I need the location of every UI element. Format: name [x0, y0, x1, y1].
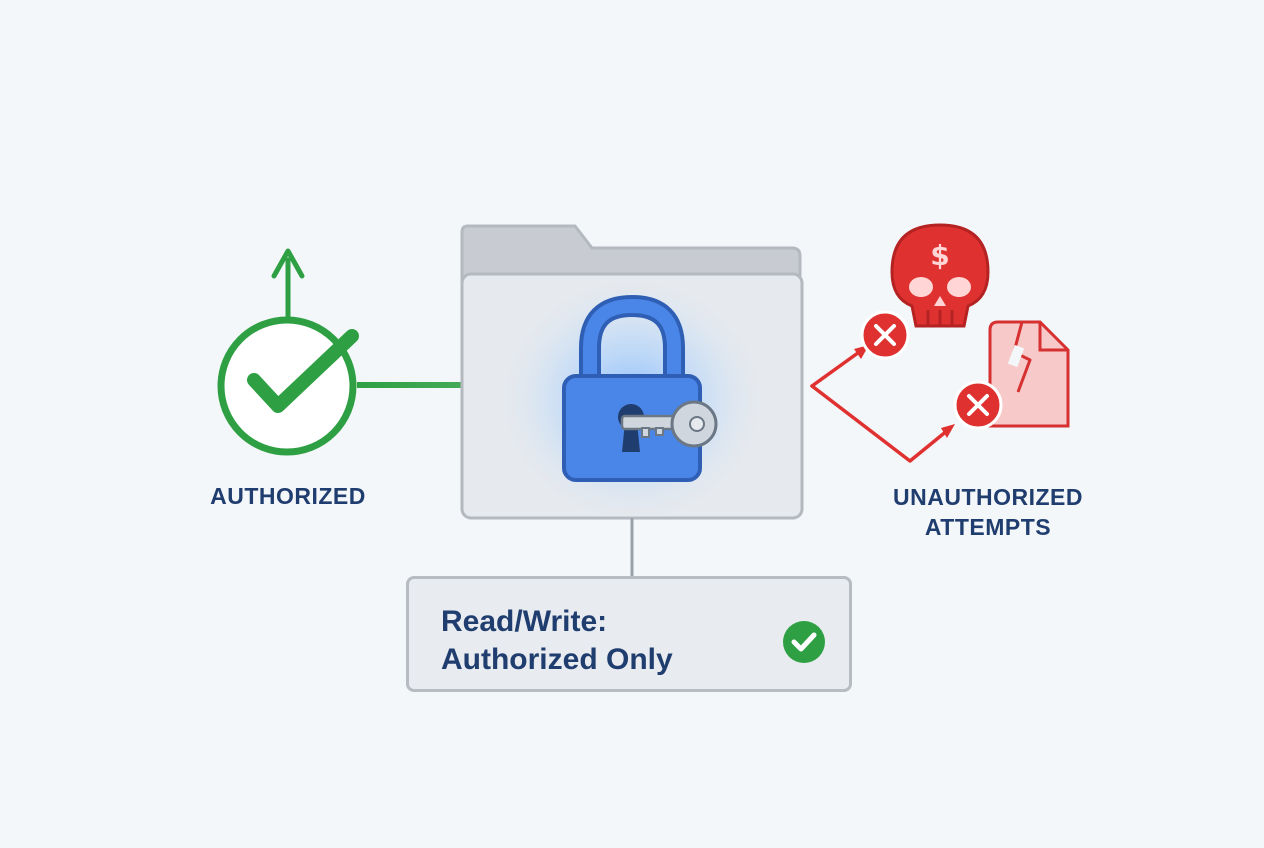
- permission-text: Read/Write: Authorized Only: [441, 603, 673, 679]
- unauthorized-label: UNAUTHORIZED ATTEMPTS: [858, 482, 1118, 542]
- broken-file-icon: [988, 320, 1070, 428]
- up-arrow-icon: [271, 248, 305, 321]
- permission-box: Read/Write: Authorized Only: [406, 576, 852, 692]
- x-circle-icon: [860, 310, 910, 360]
- permission-line2: Authorized Only: [441, 643, 673, 676]
- skull-dollar-icon: $: [890, 223, 990, 328]
- authorized-connection-line: [357, 382, 557, 388]
- svg-text:$: $: [930, 239, 949, 272]
- key-icon: [620, 400, 718, 448]
- unauthorized-label-line2: ATTEMPTS: [924, 514, 1052, 540]
- x-circle-icon: [953, 380, 1003, 430]
- check-circle-icon: [217, 316, 359, 456]
- check-badge-icon: [783, 621, 825, 663]
- permission-line1: Read/Write:: [441, 605, 608, 638]
- authorized-label: AUTHORIZED: [210, 483, 366, 509]
- unauthorized-arrows: [810, 345, 955, 463]
- unauthorized-label-line1: UNAUTHORIZED: [893, 484, 1083, 510]
